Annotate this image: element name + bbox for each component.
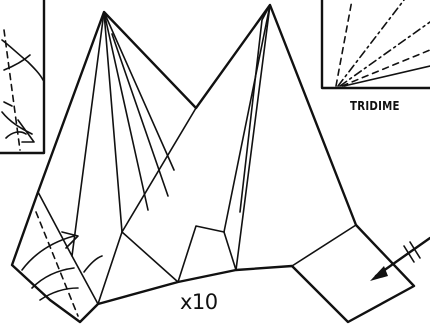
left-inset-panel — [0, 0, 44, 153]
folded-model — [12, 5, 414, 322]
fold-detail-lower-left — [22, 212, 102, 316]
multiplier-label: x10 — [180, 290, 218, 314]
partial-caption: TRIDIME — [350, 99, 400, 113]
fold-direction-arrow-icon — [370, 238, 430, 281]
right-inset-panel — [322, 0, 430, 88]
